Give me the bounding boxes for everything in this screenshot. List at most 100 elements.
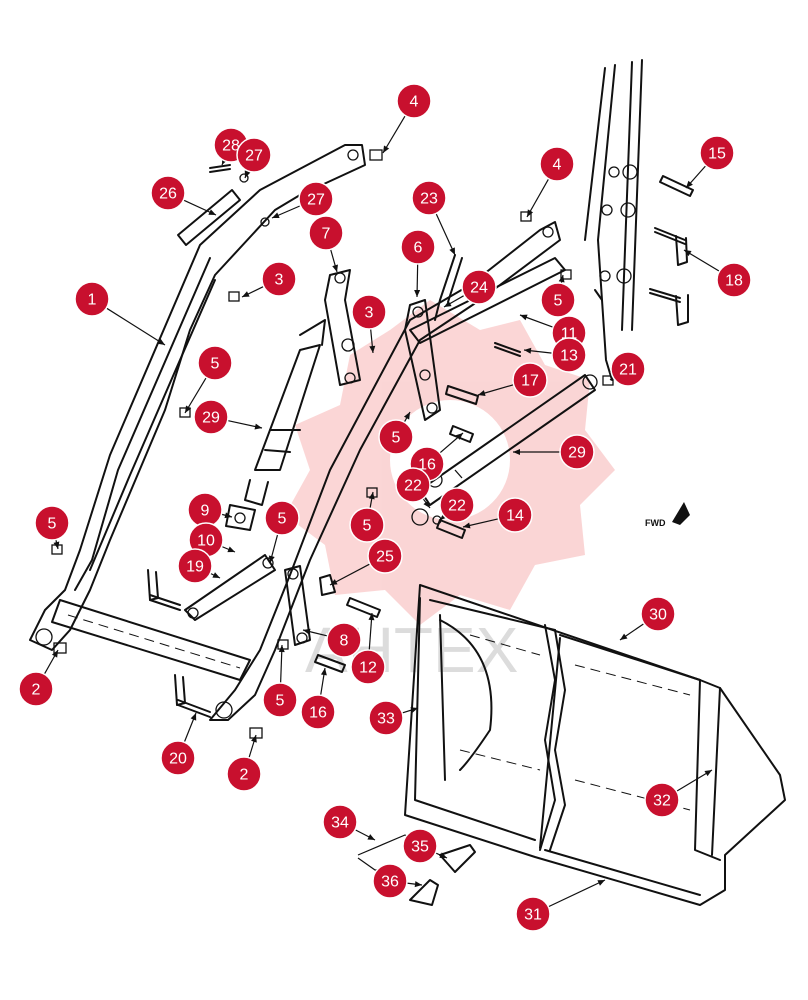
callout-circle (540, 282, 576, 318)
callout-circle (197, 345, 233, 381)
leader-arrow-icon (620, 633, 628, 640)
callout-number: 28 (222, 138, 240, 155)
pin-19 (147, 569, 181, 611)
callout-number: 5 (278, 511, 287, 528)
callout-number: 19 (186, 559, 204, 576)
callout-leaders (43, 115, 720, 908)
callout-circle (461, 269, 497, 305)
mount-bracket (584, 59, 643, 381)
callout-number: 5 (48, 516, 57, 533)
callout-circle (515, 896, 551, 932)
callout-circle (411, 180, 447, 216)
bucket-cylinder-right (419, 374, 598, 506)
callout-badge-c-21: 21 (610, 351, 646, 387)
part-25 (319, 574, 336, 596)
callout-badge-c-16b: 16 (300, 694, 336, 730)
callout-circle (350, 649, 386, 685)
callout-badge-c-17: 17 (512, 362, 548, 398)
bucket-tooth-35 (439, 844, 476, 873)
callout-number: 3 (275, 272, 284, 289)
leader-arrow-icon (320, 668, 327, 676)
callout-number: 8 (340, 633, 349, 650)
callout-circle (74, 281, 110, 317)
callout-circle (378, 419, 414, 455)
leader-arrow-icon (597, 880, 605, 886)
callout-badge-c-25: 25 (367, 538, 403, 574)
callout-number: 36 (381, 874, 399, 891)
callout-number: 30 (649, 607, 667, 624)
leader-arrow-icon (190, 713, 197, 721)
forward-label: FWD (645, 518, 666, 528)
leader-arrow-icon (330, 579, 338, 585)
link-8 (284, 565, 311, 646)
callout-circle (34, 505, 70, 541)
callout-number: 12 (359, 660, 377, 677)
callout-number: 9 (201, 503, 210, 520)
leader-arrow-icon (224, 512, 232, 519)
leader-arrow-icon (53, 541, 60, 549)
leader-arrow-icon (303, 628, 311, 635)
callout-number: 23 (420, 191, 438, 208)
callout-badge-c-3b: 3 (351, 294, 387, 330)
callout-circle (226, 756, 262, 792)
callout-number: 33 (377, 711, 395, 728)
bushings (51, 149, 614, 739)
callout-circle (193, 399, 229, 435)
leader-arrow-icon (208, 209, 216, 215)
callout-badge-c-24: 24 (461, 269, 497, 305)
leader-arrow-icon (524, 347, 532, 354)
callout-badge-c-5f: 5 (349, 507, 385, 543)
leader-arrow-icon (686, 180, 693, 188)
callout-circle (150, 175, 186, 211)
callout-badge-c-26: 26 (150, 175, 186, 211)
cross-tube (51, 599, 251, 681)
leader-arrow-icon (520, 314, 528, 321)
lower-link-10 (184, 554, 276, 621)
callout-badge-c-35: 35 (402, 828, 438, 864)
leader-arrow-icon (51, 650, 58, 658)
callout-circle (298, 181, 334, 217)
callout-number: 22 (404, 478, 422, 495)
callout-badge-c-4b: 4 (539, 146, 575, 182)
callout-circle (640, 596, 676, 632)
callout-badge-c-29b: 29 (559, 434, 595, 470)
callout-circle (610, 351, 646, 387)
callout-circle (160, 740, 196, 776)
callout-number: 21 (619, 362, 637, 379)
callout-number: 16 (418, 457, 436, 474)
leader-c-23 (435, 213, 456, 256)
callout-badge-c-9: 9 (187, 492, 223, 528)
callout-badge-c-32: 32 (644, 782, 680, 818)
callout-badge-c-29a: 29 (193, 399, 229, 435)
callout-badge-c-5a: 5 (540, 282, 576, 318)
bellcrank-7 (324, 269, 361, 386)
leader-arrow-icon (444, 300, 452, 307)
callout-number: 32 (653, 793, 671, 810)
callout-circle (699, 135, 735, 171)
callout-number: 27 (245, 148, 263, 165)
pin-26 (177, 164, 249, 246)
pin-18 (649, 227, 689, 326)
callout-number: 16 (309, 705, 327, 722)
callout-badge-c-8: 8 (326, 622, 362, 658)
callout-number: 2 (240, 767, 249, 784)
callout-badge-c-5c: 5 (378, 419, 414, 455)
callout-circle (396, 83, 432, 119)
callout-badge-c-22b: 22 (439, 487, 475, 523)
leader-arrow-icon (439, 852, 447, 858)
callout-badge-c-5b: 5 (197, 345, 233, 381)
callout-badge-c-23: 23 (411, 180, 447, 216)
callout-circle (512, 362, 548, 398)
leader-arrow-icon (410, 707, 418, 713)
callout-number: 5 (363, 518, 372, 535)
callout-badge-c-7: 7 (308, 215, 344, 251)
callout-circle (402, 828, 438, 864)
callout-badge-c-30: 30 (640, 596, 676, 632)
leader-arrow-icon (513, 449, 520, 455)
callout-badge-c-14: 14 (497, 497, 533, 533)
callout-circle (261, 261, 297, 297)
leader-arrow-icon (212, 572, 220, 578)
leader-arrow-icon (227, 546, 235, 553)
callout-badge-c-3a: 3 (261, 261, 297, 297)
callout-badge-c-4a: 4 (396, 83, 432, 119)
